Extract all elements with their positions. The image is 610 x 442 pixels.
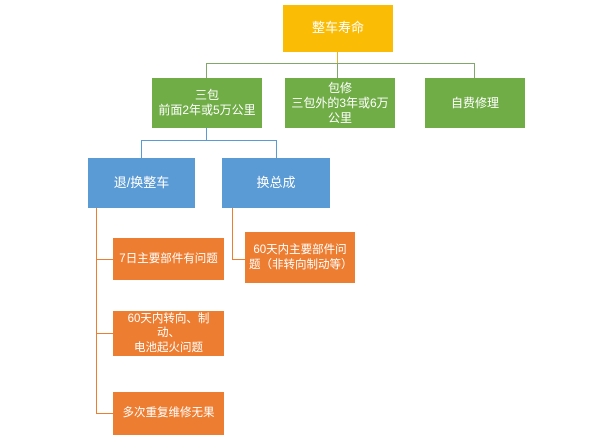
connector-level2-drop-1 — [141, 140, 142, 158]
connector-level1-drop-3 — [474, 63, 475, 78]
connector-level1-drop-1 — [206, 63, 207, 78]
node-level2-return-exchange-vehicle[interactable]: 退/换整车 — [88, 158, 195, 208]
connector-level2-drop-2 — [276, 140, 277, 158]
connector-right-branch-1 — [232, 259, 245, 260]
connector-left-branch-3 — [96, 413, 113, 414]
node-level1-self-paid-repair[interactable]: 自费修理 — [425, 78, 525, 128]
connector-right-spine — [232, 208, 233, 259]
connector-left-branch-1 — [96, 259, 113, 260]
connector-level2-stem — [206, 128, 207, 140]
connector-root-stem — [337, 52, 338, 64]
connector-level1-bus — [206, 63, 474, 64]
node-leaf-60day-major-parts-non-steering-brake[interactable]: 60天内主要部件问 题（非转向制动等） — [245, 232, 355, 283]
connector-level2-bus — [141, 140, 276, 141]
node-leaf-7day-major-parts-issue[interactable]: 7日主要部件有问题 — [113, 238, 224, 280]
node-leaf-repeated-repairs-failed[interactable]: 多次重复维修无果 — [113, 392, 224, 435]
node-root-vehicle-lifetime[interactable]: 整车寿命 — [283, 5, 393, 52]
node-level2-replace-assembly[interactable]: 换总成 — [222, 158, 330, 208]
connector-level1-drop-2 — [337, 63, 338, 78]
connector-left-spine — [96, 208, 97, 414]
node-level1-warranty-repair[interactable]: 包修 三包外的3年或6万 公里 — [285, 78, 395, 128]
node-level1-three-guarantees[interactable]: 三包 前面2年或5万公里 — [152, 78, 262, 128]
node-leaf-60day-steering-brake-battery-fire[interactable]: 60天内转向、制动、 电池起火问题 — [113, 311, 224, 356]
connector-left-branch-2 — [96, 333, 113, 334]
